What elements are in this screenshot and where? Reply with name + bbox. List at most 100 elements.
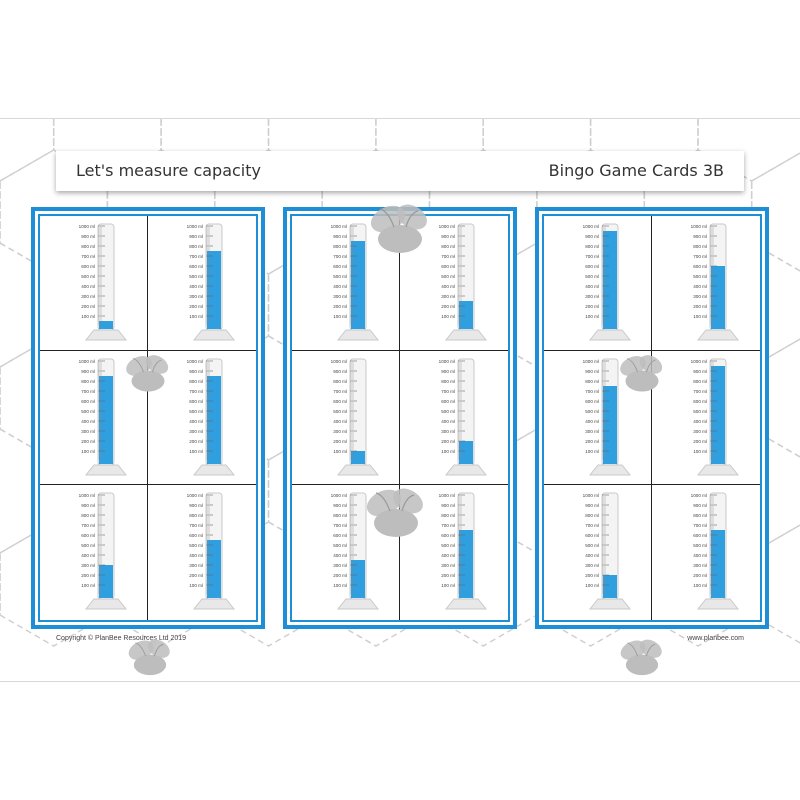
bingo-card-3: 1000 ml 900 ml 800 ml 700 ml 600 ml 500 ml 400… <box>535 207 769 629</box>
scale-label: 300 ml <box>333 428 347 433</box>
liquid-level <box>207 375 221 464</box>
scale-label: 1000 ml <box>331 224 347 229</box>
scale-label: 800 ml <box>441 378 455 383</box>
scale-label: 900 ml <box>81 503 95 508</box>
scale-label: 400 ml <box>693 418 707 423</box>
scale-label: 200 ml <box>585 438 599 443</box>
cylinder-base <box>696 329 740 341</box>
cylinder-base <box>588 464 632 476</box>
cylinder-base <box>696 598 740 610</box>
scale-label: 800 ml <box>441 513 455 518</box>
scale-label: 500 ml <box>693 408 707 413</box>
scale-label: 500 ml <box>585 408 599 413</box>
cylinder-base <box>444 329 488 341</box>
bee-icon <box>620 355 663 392</box>
scale-label: 500 ml <box>81 408 95 413</box>
scale-label: 100 ml <box>585 583 599 588</box>
scale-label: 400 ml <box>693 553 707 558</box>
scale-label: 600 ml <box>81 398 95 403</box>
scale-label: 900 ml <box>333 368 347 373</box>
bee-antenna <box>646 359 656 373</box>
bee-wing <box>145 355 169 374</box>
bee-icon <box>620 639 662 676</box>
scale-label: 700 ml <box>189 388 203 393</box>
scale-label: 200 ml <box>189 438 203 443</box>
bee-antenna <box>626 358 638 373</box>
scale-label: 500 ml <box>189 274 203 279</box>
liquid-level <box>207 251 221 329</box>
cylinder-base <box>192 598 236 610</box>
scale-label: 500 ml <box>441 543 455 548</box>
scale-label: 1000 ml <box>439 224 455 229</box>
card-grid: 1000 ml 900 ml 800 ml 700 ml 600 ml 500 ml 400… <box>292 216 508 620</box>
scale-label: 400 ml <box>441 553 455 558</box>
scale-label: 100 ml <box>189 448 203 453</box>
scale-label: 900 ml <box>441 503 455 508</box>
scale-label: 900 ml <box>81 368 95 373</box>
bee-body <box>374 509 418 537</box>
scale-label: 500 ml <box>189 543 203 548</box>
scale-label: 300 ml <box>585 428 599 433</box>
liquid-level <box>459 440 473 464</box>
scale-label: 100 ml <box>333 314 347 319</box>
page-title: Let's measure capacity <box>76 161 261 180</box>
scale-label: 400 ml <box>585 418 599 423</box>
scale-label: 900 ml <box>693 368 707 373</box>
scale-label: 100 ml <box>693 583 707 588</box>
scale-label: 400 ml <box>333 418 347 423</box>
scale-label: 500 ml <box>441 274 455 279</box>
bee-body <box>378 225 422 253</box>
scale-label: 500 ml <box>189 408 203 413</box>
website-text: www.planbee.com <box>687 635 744 642</box>
scale-label: 400 ml <box>441 418 455 423</box>
liquid-level <box>207 540 221 599</box>
cylinder-base <box>588 329 632 341</box>
cylinder-base <box>192 329 236 341</box>
scale-label: 1000 ml <box>79 224 95 229</box>
scale-label: 100 ml <box>81 583 95 588</box>
scale-label: 1000 ml <box>187 493 203 498</box>
scale-label: 300 ml <box>693 294 707 299</box>
scale-label: 300 ml <box>441 563 455 568</box>
scale-label: 800 ml <box>333 513 347 518</box>
scale-label: 700 ml <box>693 388 707 393</box>
bee-wing <box>639 639 662 658</box>
scale-label: 1000 ml <box>583 224 599 229</box>
cylinder-base <box>696 464 740 476</box>
scale-label: 600 ml <box>333 398 347 403</box>
scale-label: 100 ml <box>81 314 95 319</box>
bingo-card-2: 1000 ml 900 ml 800 ml 700 ml 600 ml 500 ml 400… <box>283 207 517 629</box>
liquid-level <box>711 266 725 329</box>
bee-wing <box>393 488 423 514</box>
cylinder-base <box>84 464 128 476</box>
scale-label: 100 ml <box>441 448 455 453</box>
scale-label: 800 ml <box>585 513 599 518</box>
scale-label: 700 ml <box>441 388 455 393</box>
scale-label: 600 ml <box>693 533 707 538</box>
scale-label: 100 ml <box>333 583 347 588</box>
scale-label: 500 ml <box>693 543 707 548</box>
scale-label: 900 ml <box>585 234 599 239</box>
scale-label: 1000 ml <box>583 493 599 498</box>
bee-antenna <box>405 210 419 228</box>
scale-label: 300 ml <box>333 563 347 568</box>
scale-label: 200 ml <box>333 304 347 309</box>
